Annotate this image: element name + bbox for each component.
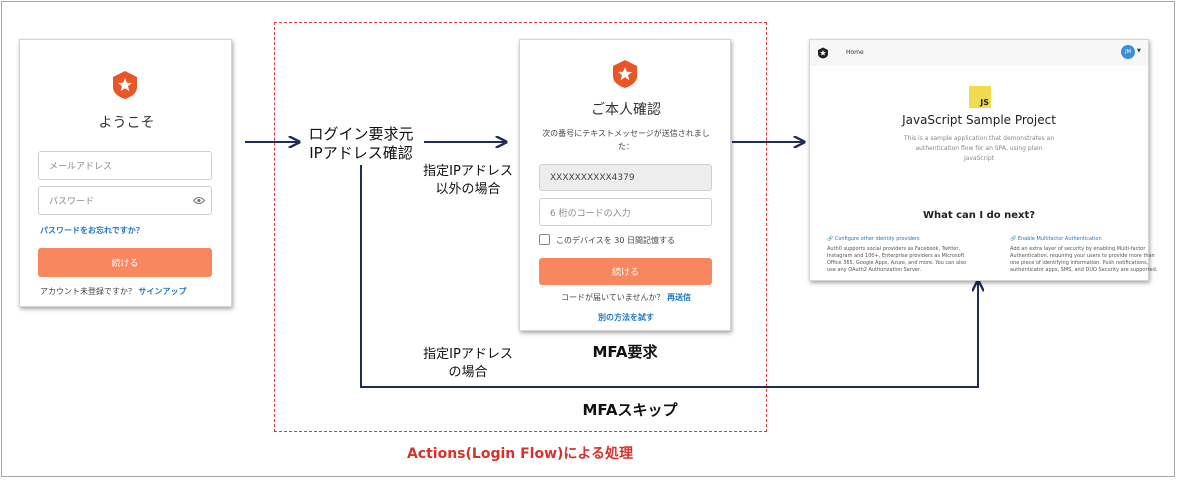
- password-field[interactable]: パスワード: [38, 186, 212, 215]
- forgot-password-link[interactable]: パスワードをお忘れですか？: [40, 226, 144, 235]
- signup-link[interactable]: サインアップ: [138, 287, 187, 296]
- login-title: ようこそ: [98, 115, 155, 131]
- ip-check-line1: ログイン要求元: [308, 125, 414, 143]
- next-heading: What can I do next?: [922, 210, 1036, 221]
- auth0-badge-icon[interactable]: [817, 47, 829, 59]
- col1-line4: use any OAuth2 Authorization Server.: [827, 267, 922, 273]
- col2-title: Enable Multifactor Authentication: [1017, 236, 1102, 242]
- mfa-continue-button[interactable]: 続ける: [539, 258, 712, 285]
- app-card: Home JM ▼ JS JavaScript Sample Project T…: [809, 39, 1157, 281]
- branch-other-label: 指定IPアドレス 以外の場合: [416, 163, 520, 199]
- col2-line3: one piece of identifying information. Pu…: [1010, 260, 1149, 266]
- branch-other-line1: 指定IPアドレス: [423, 164, 513, 179]
- col1-line1: Auth0 supports social providers as Faceb…: [827, 246, 961, 252]
- js-logo: JS: [969, 86, 991, 108]
- branch-other-line2: 以外の場合: [435, 182, 501, 197]
- js-logo-text: JS: [980, 98, 989, 107]
- col2-line1: Add an extra layer of security by enabli…: [1010, 246, 1146, 252]
- branch-match-line1: 指定IPアドレス: [423, 347, 513, 362]
- phone-value: XXXXXXXXXX4379: [550, 172, 635, 183]
- link-icon: 🔗: [1010, 236, 1017, 242]
- actions-caption: Actions(Login Flow)による処理: [406, 446, 634, 462]
- not-received-text: コードが届いていませんか？: [560, 293, 665, 302]
- ip-check-line2: IPアドレス確認: [309, 144, 413, 162]
- mfa-caption: MFA要求: [592, 343, 658, 361]
- col1-line3: Office 365, Google Apps, Azure, and more…: [827, 260, 967, 266]
- otp-placeholder: 6 桁のコードの入力: [550, 208, 631, 219]
- login-card: ようこそ メールアドレス パスワード パスワードをお忘れですか？ 続ける アカウ…: [19, 39, 232, 307]
- mfa-desc-line1: 次の番号にテキストメッセージが送信されまし: [542, 129, 710, 138]
- eye-icon[interactable]: [193, 196, 205, 205]
- no-account-text: アカウント未登録ですか？: [40, 287, 136, 296]
- branch-match-label: 指定IPアドレス の場合: [416, 346, 520, 382]
- col2-line4: authenticator apps, SMS, and DUO Securit…: [1010, 267, 1158, 273]
- otp-code-field[interactable]: 6 桁のコードの入力: [539, 198, 712, 226]
- auth0-logo-icon: [113, 71, 137, 99]
- resend-row: コードが届いていませんか？ 再送信: [520, 292, 732, 303]
- auth0-logo-icon: [613, 60, 637, 88]
- email-field[interactable]: メールアドレス: [38, 151, 212, 180]
- app-desc-line1: This is a sample application that demons…: [903, 135, 1055, 142]
- branch-match-line2: の場合: [448, 365, 488, 380]
- col2-title-link[interactable]: 🔗 Enable Multifactor Authentication: [1010, 236, 1102, 242]
- mfa-desc-line2: た：: [618, 142, 634, 151]
- arrow-skip-path: [360, 165, 978, 388]
- remember-device-checkbox[interactable]: [539, 234, 550, 245]
- app-navbar: Home JM ▼: [810, 40, 1148, 66]
- mfa-title: ご本人確認: [591, 102, 661, 118]
- phone-field: XXXXXXXXXX4379: [539, 164, 712, 191]
- col1-title-link[interactable]: 🔗 Configure other identity providers: [827, 236, 920, 242]
- resend-link[interactable]: 再送信: [667, 293, 692, 302]
- chevron-down-icon[interactable]: ▼: [1137, 48, 1141, 54]
- col1-line2: Instagram and 100+, Enterprise providers…: [827, 253, 965, 259]
- app-desc-line2: authentication flow for an SPA, using pl…: [915, 145, 1043, 152]
- password-placeholder: パスワード: [49, 197, 95, 207]
- actions-region: [274, 22, 767, 432]
- ip-check-label: ログイン要求元 IPアドレス確認: [304, 125, 418, 163]
- col1-title: Configure other identity providers: [834, 236, 920, 242]
- skip-caption: MFAスキップ: [582, 401, 678, 419]
- login-continue-button[interactable]: 続ける: [38, 248, 212, 277]
- signup-row: アカウント未登録ですか？ サインアップ: [40, 286, 187, 297]
- mfa-card: ご本人確認 次の番号にテキストメッセージが送信されまし た： XXXXXXXXX…: [519, 39, 731, 331]
- remember-device-label: このデバイスを 30 日間記憶する: [556, 236, 676, 245]
- avatar[interactable]: JM: [1121, 45, 1135, 59]
- try-another-link[interactable]: 別の方法を試す: [598, 313, 654, 322]
- nav-home-link[interactable]: Home: [846, 49, 864, 56]
- app-desc-line3: JavaScript: [963, 155, 995, 162]
- col2-line2: Authentication, requiring your users to …: [1010, 253, 1155, 259]
- avatar-initials: JM: [1125, 49, 1131, 55]
- link-icon: 🔗: [827, 236, 834, 242]
- app-title: JavaScript Sample Project: [902, 113, 1056, 127]
- email-placeholder: メールアドレス: [49, 162, 113, 172]
